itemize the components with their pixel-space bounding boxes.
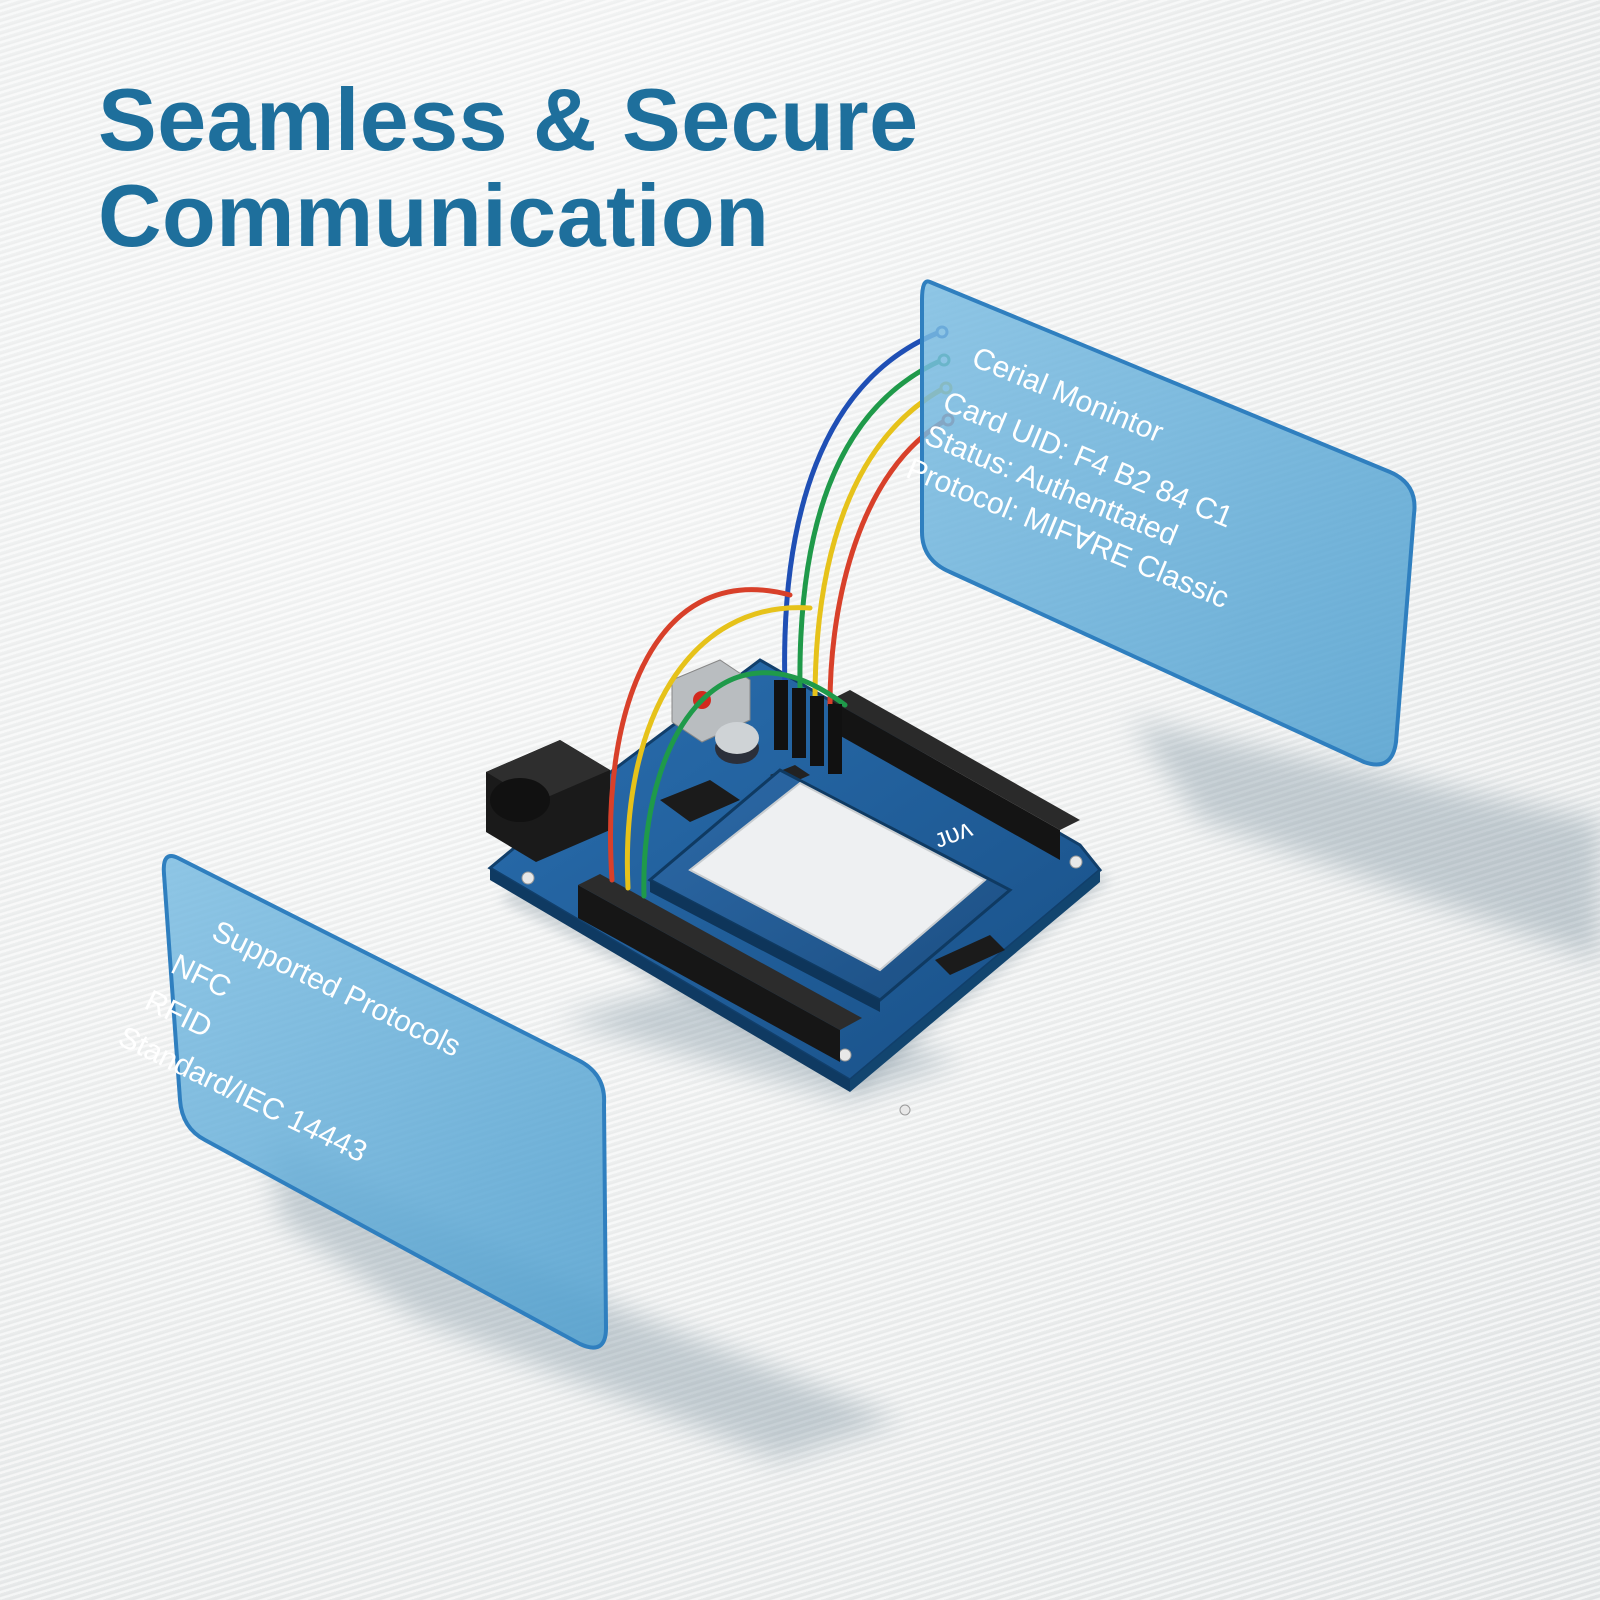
- digital-header: [830, 700, 1060, 860]
- rfid-module: ᴊᴜᴧ: [647, 768, 1013, 1012]
- serial-monitor-panel: Cerial Monintor Card UID: F4 B2 84 C1 St…: [902, 279, 1417, 767]
- page-title: Seamless & Secure Communication: [98, 72, 919, 264]
- rfid-antenna-label: [688, 781, 987, 972]
- microcontroller-chip: [660, 780, 740, 822]
- arduino-board: ᴊᴜᴧ: [486, 658, 1110, 1116]
- headline-line-2: Communication: [98, 166, 770, 265]
- analog-header: [578, 885, 840, 1062]
- headline-line-1: Seamless & Secure: [98, 70, 919, 169]
- power-jack: [486, 740, 610, 862]
